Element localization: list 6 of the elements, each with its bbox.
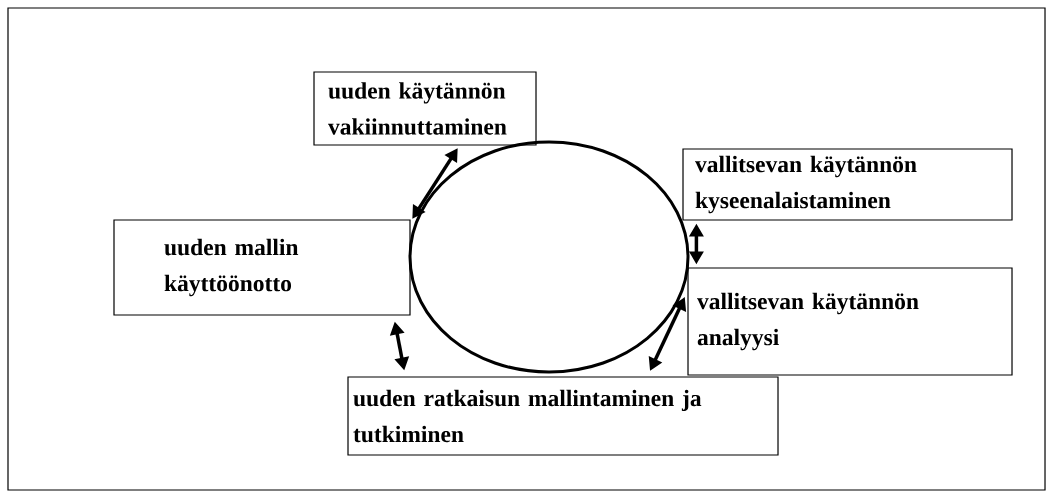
text-box: uuden mallin käyttöönotto	[113, 219, 411, 316]
text-box: uuden ratkaisun mallintaminen ja tutkiminen	[347, 376, 779, 456]
text-box: uuden käytännön vakiinnuttaminen	[313, 71, 537, 146]
text-box: vallitsevan käytännön kyseenalaistaminen	[682, 148, 1013, 221]
text-box: vallitsevan käytännön analyysi	[687, 267, 1013, 376]
cycle-ellipse	[408, 140, 690, 374]
